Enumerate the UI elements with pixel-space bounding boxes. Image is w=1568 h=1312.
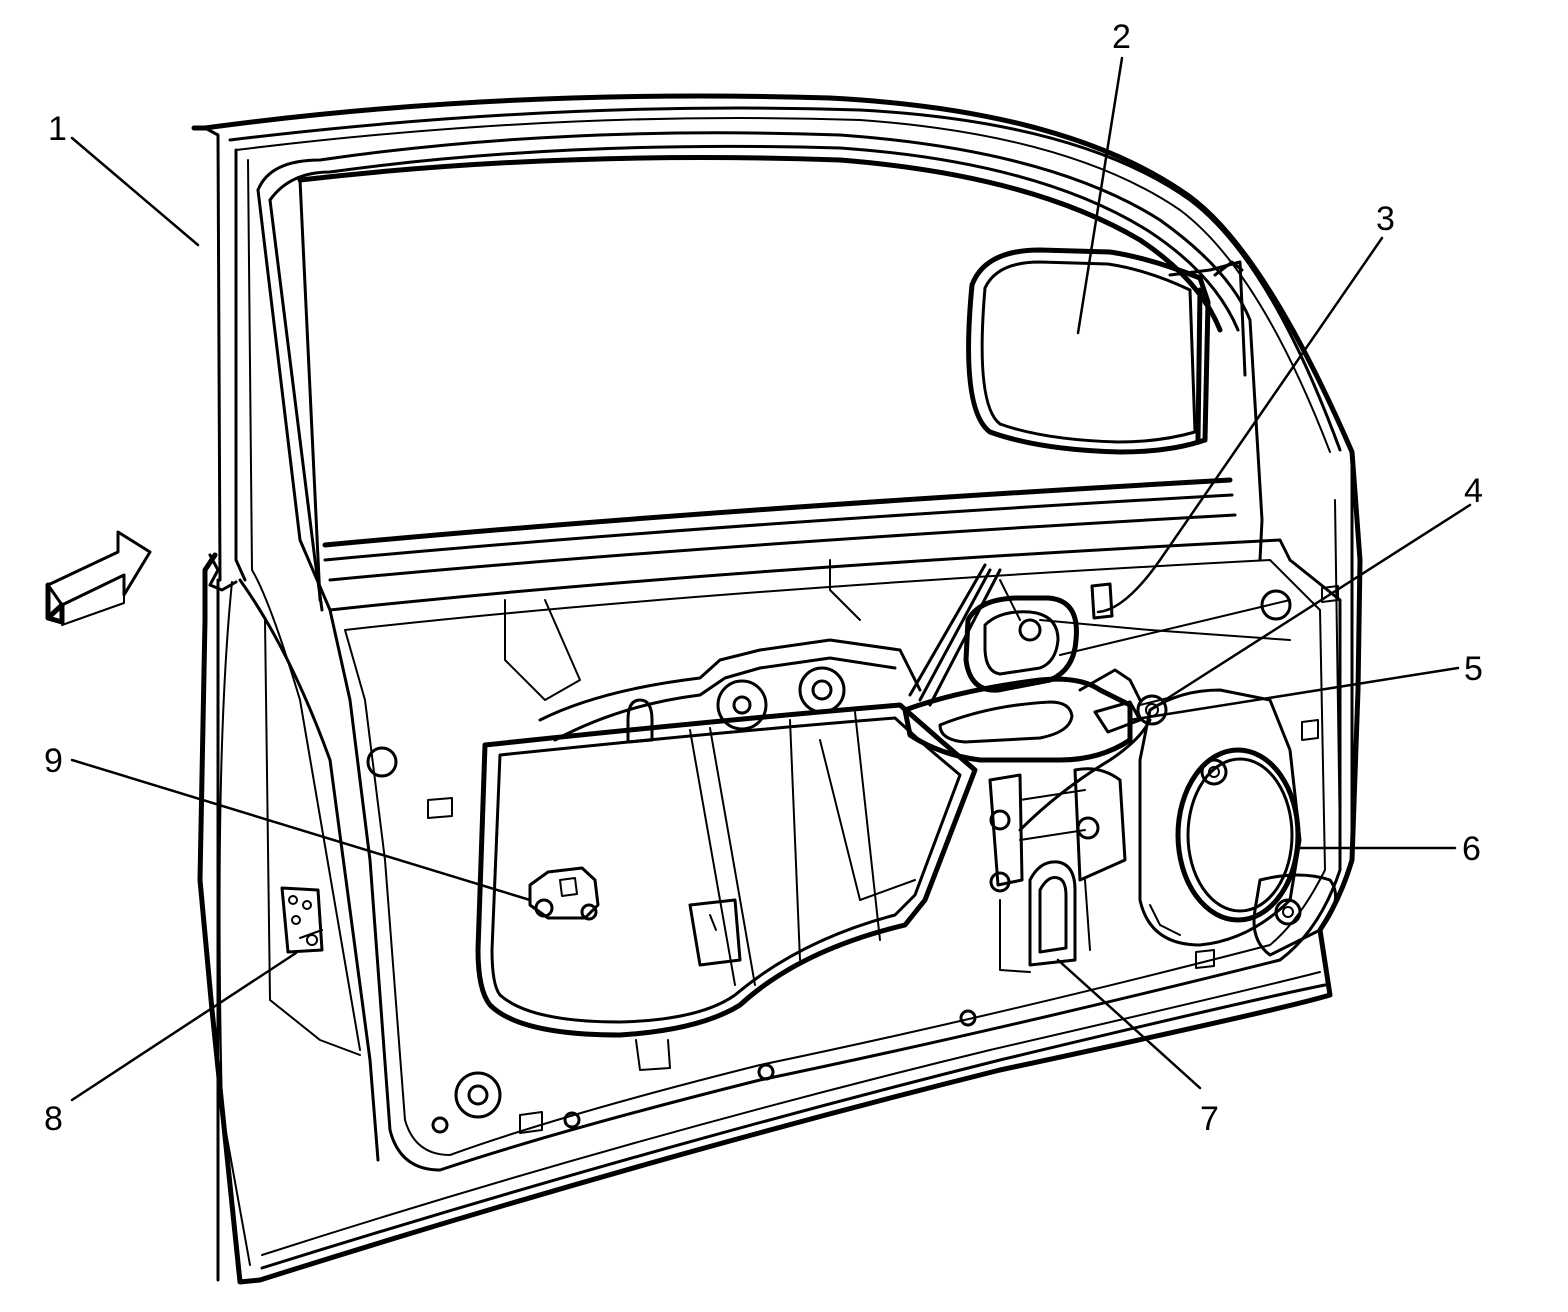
leader-lines [70,56,1472,1102]
window-frame [256,131,1264,612]
speaker [1138,688,1338,957]
callout-3: 3 [1376,200,1395,238]
door-inner-panel [328,538,1342,1172]
callout-7: 7 [1200,1100,1219,1138]
leader-1 [70,136,200,247]
leader-8 [70,951,298,1102]
latch-rod-assembly [988,767,1127,973]
callout-4: 4 [1464,472,1483,510]
leader-7 [1056,958,1202,1090]
door-outer-panel [191,93,1363,1285]
callout-1: 1 [48,110,67,148]
window-regulator-module [475,638,978,1071]
armrest-pull-cup [902,599,1291,832]
lock-knob [1136,694,1169,726]
front-direction-arrow-icon [45,530,152,626]
hinge-pillar [208,148,380,1162]
callout-8: 8 [44,1100,63,1138]
leader-2 [1076,56,1124,335]
leader-3 [1096,236,1384,614]
harness-clip [528,866,600,921]
callout-5: 5 [1464,650,1483,688]
callout-6: 6 [1462,830,1481,868]
door-check-plate [280,886,324,954]
outside-mirror [966,247,1247,455]
leader-9 [70,758,532,902]
leader-4 [1166,503,1472,700]
leader-5 [1128,666,1460,722]
callout-9: 9 [44,742,63,780]
callout-2: 2 [1112,18,1131,56]
callout-labels: 1 2 3 4 5 6 7 8 9 [44,18,1483,1138]
